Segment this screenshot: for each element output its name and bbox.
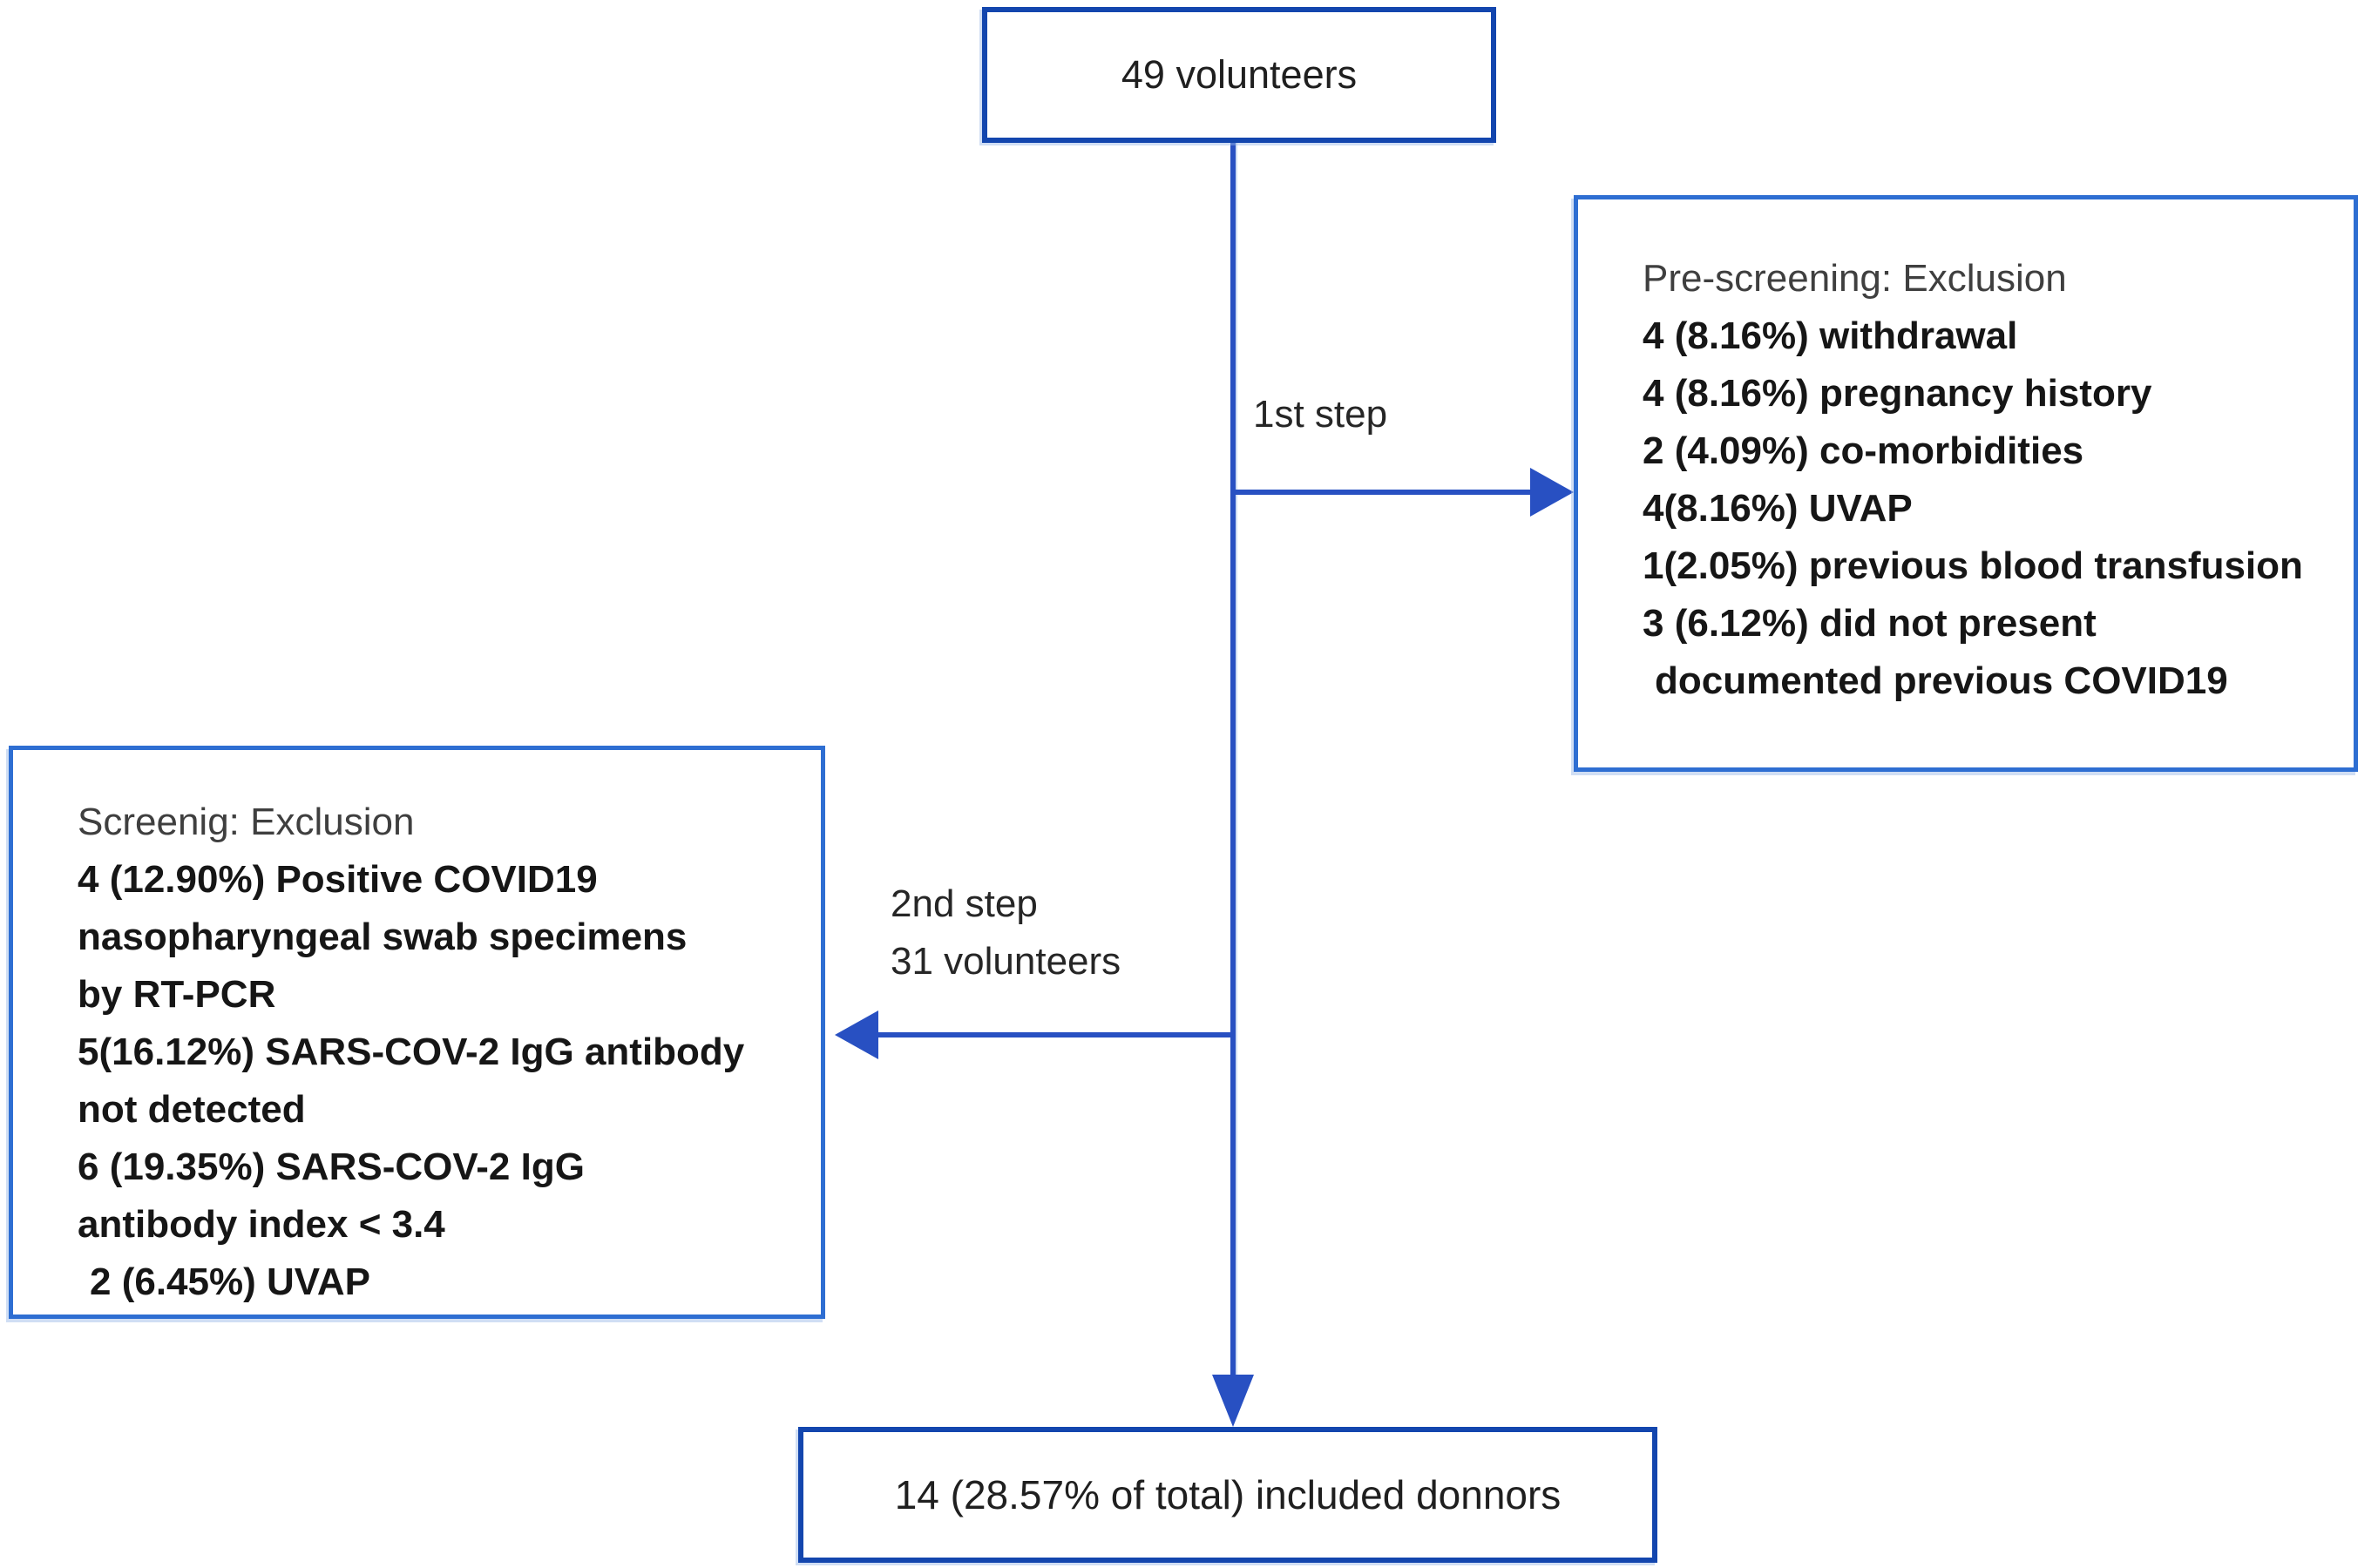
node-volunteers: 49 volunteers [982,7,1496,143]
node-line: 1(2.05%) previous blood transfusion [1643,544,2303,587]
label-step1: 1st step [1253,393,1388,436]
node-line: Screenig: Exclusion [78,801,415,843]
node-line: 4(8.16%) UVAP [1643,487,1913,530]
node-line: not detected [78,1088,306,1131]
node-line: 4 (8.16%) withdrawal [1643,314,2018,357]
label-step2: 2nd step [891,882,1038,925]
node-volunteers-text: 49 volunteers [1121,52,1358,97]
label-step2-count: 31 volunteers [891,940,1121,983]
node-line: by RT-PCR [78,973,276,1016]
connector-main-vertical [1230,141,1236,1382]
node-included-donors-text: 14 (28.57% of total) included donnors [894,1472,1562,1517]
node-line: documented previous COVID19 [1655,659,2228,702]
arrowhead-right-icon [1530,468,1574,517]
connector-step2 [878,1032,1230,1037]
node-line: 2 (4.09%) co-morbidities [1643,429,2084,472]
node-line: 6 (19.35%) SARS-COV-2 IgG [78,1146,585,1188]
node-line: 3 (6.12%) did not present [1643,602,2097,645]
node-prescreening-exclusion: Pre-screening: Exclusion 4 (8.16%) withd… [1574,195,2358,772]
node-line: Pre-screening: Exclusion [1643,257,2067,300]
node-line: 4 (8.16%) pregnancy history [1643,372,2152,415]
node-line: 4 (12.90%) Positive COVID19 [78,858,598,901]
node-included-donors: 14 (28.57% of total) included donnors [798,1427,1657,1563]
arrowhead-down-icon [1212,1375,1254,1427]
node-screening-exclusion: Screenig: Exclusion 4 (12.90%) Positive … [9,746,825,1319]
node-line: 5(16.12%) SARS-COV-2 IgG antibody [78,1031,745,1073]
arrowhead-left-icon [835,1010,878,1059]
node-line: nasopharyngeal swab specimens [78,916,688,958]
node-line: antibody index < 3.4 [78,1203,445,1246]
connector-step1 [1230,490,1534,495]
node-line: 2 (6.45%) UVAP [90,1260,370,1303]
